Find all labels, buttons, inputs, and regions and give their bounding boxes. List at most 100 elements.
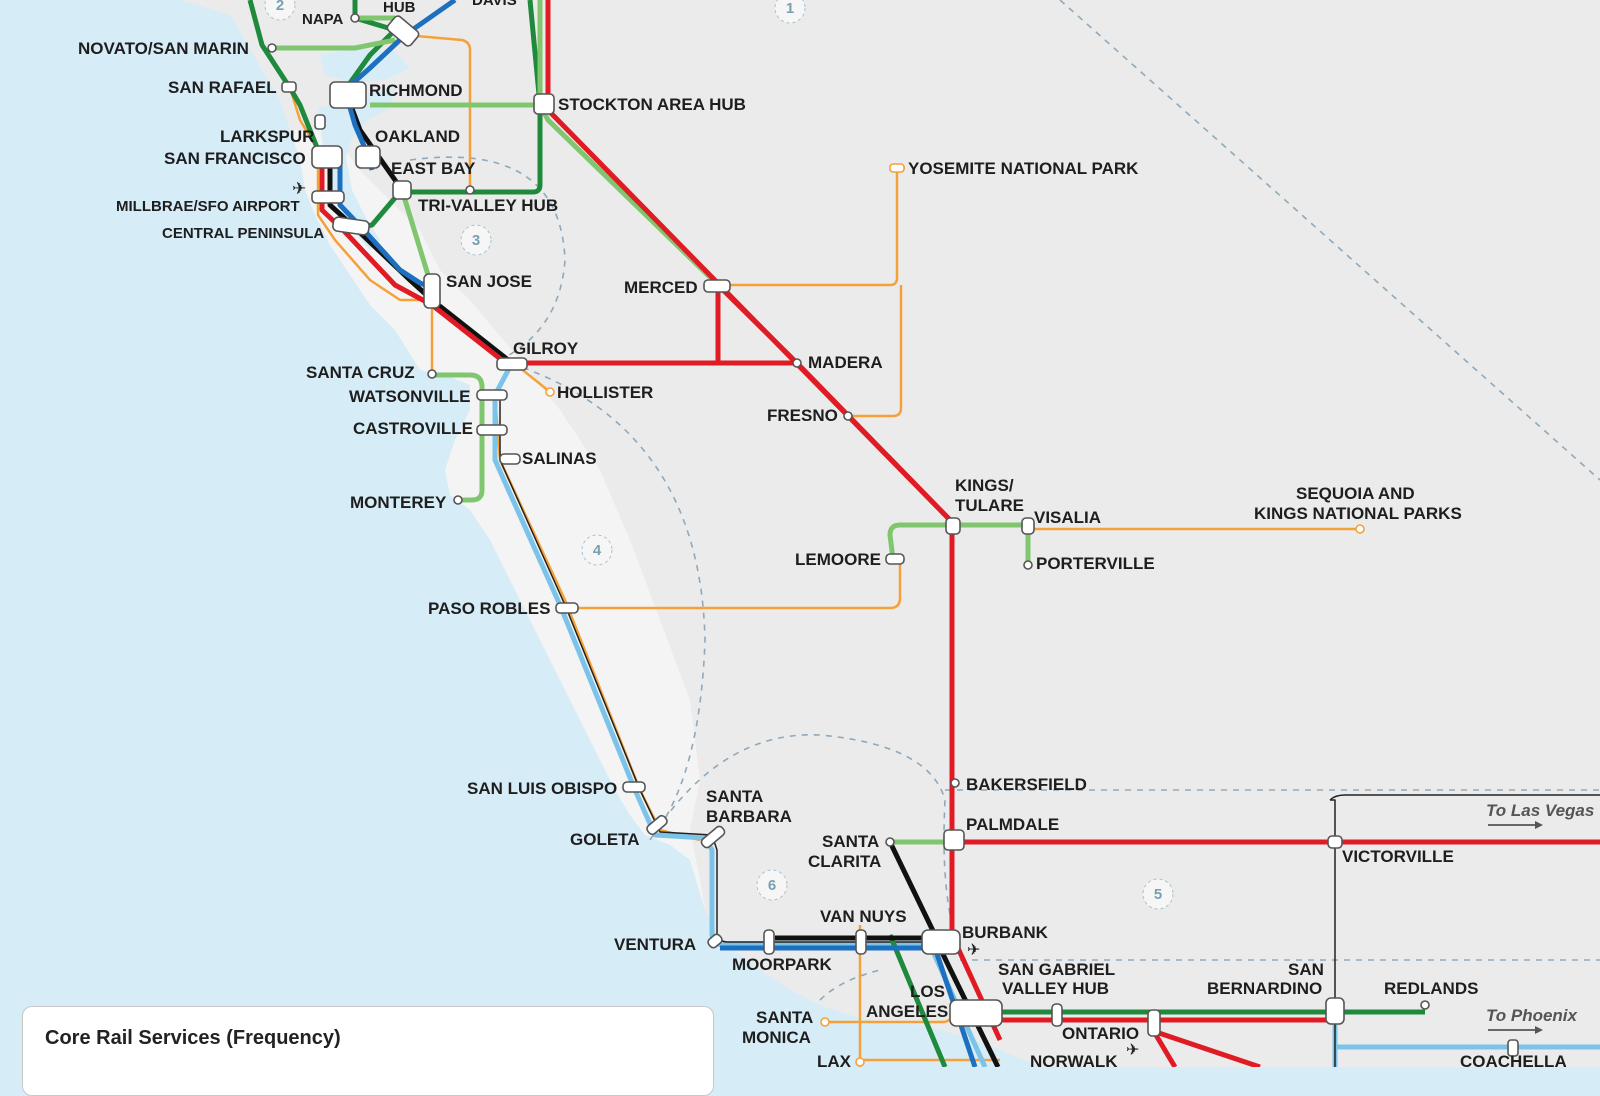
label-sequoia-1: SEQUOIA AND — [1296, 484, 1415, 503]
station-larkspur — [314, 114, 326, 130]
label-sequoia-2: KINGS NATIONAL PARKS — [1254, 504, 1462, 523]
arrow-right-icon — [1488, 1026, 1543, 1034]
label-lax: LAX — [817, 1052, 852, 1067]
station-redlands — [1420, 1000, 1430, 1010]
svg-text:4: 4 — [593, 542, 602, 559]
station-ontario — [1147, 1009, 1161, 1037]
label-santa-monica-1: SANTA — [756, 1008, 813, 1027]
station-van-nuys — [855, 929, 867, 955]
airplane-icon: ✈ — [292, 179, 306, 199]
label-victorville: VICTORVILLE — [1342, 847, 1454, 866]
label-kings-tulare-2: TULARE — [955, 496, 1024, 515]
label-visalia: VISALIA — [1034, 508, 1101, 527]
label-to-phoenix: To Phoenix — [1486, 1006, 1579, 1025]
label-novato: NOVATO/SAN MARIN — [78, 39, 249, 58]
label-salinas: SALINAS — [522, 449, 597, 468]
station-monterey — [453, 495, 463, 505]
station-richmond — [329, 81, 367, 109]
station-ventura — [707, 933, 723, 949]
region-numbers: 1 2 3 4 5 6 — [264, 0, 1174, 910]
station-lax — [855, 1057, 865, 1067]
station-moorpark — [763, 929, 775, 955]
label-norwalk: NORWALK — [1030, 1052, 1118, 1067]
label-coachella: COACHELLA — [1460, 1052, 1567, 1067]
label-san-bernardino-2: BERNARDINO — [1207, 979, 1322, 998]
station-sequoia — [1355, 524, 1365, 534]
label-los-angeles-2: ANGELES — [866, 1002, 948, 1021]
label-millbrae: MILLBRAE/SFO AIRPORT — [116, 198, 300, 215]
label-santa-clarita-1: SANTA — [822, 832, 879, 851]
arrow-right-icon — [1488, 821, 1543, 829]
label-san-francisco: SAN FRANCISCO — [164, 149, 306, 168]
station-bakersfield — [950, 778, 960, 788]
station-merced — [703, 279, 731, 293]
station-castroville — [476, 424, 508, 436]
station-east-bay — [392, 180, 412, 200]
station-millbrae — [311, 190, 345, 204]
station-los-angeles — [949, 999, 1003, 1027]
label-santa-cruz: SANTA CRUZ — [306, 363, 415, 382]
region-marker-5: 5 — [1142, 878, 1174, 910]
label-monterey: MONTEREY — [350, 493, 447, 512]
station-novato — [267, 43, 277, 53]
label-madera: MADERA — [808, 353, 883, 372]
station-oakland — [355, 145, 381, 169]
station-san-francisco — [311, 145, 343, 169]
station-visalia — [1021, 517, 1035, 535]
station-san-bernardino — [1325, 997, 1345, 1025]
region-marker-2: 2 — [264, 0, 296, 21]
label-castroville: CASTROVILLE — [353, 419, 473, 438]
label-paso-robles: PASO ROBLES — [428, 599, 550, 618]
svg-text:6: 6 — [768, 877, 776, 894]
label-tri-valley: TRI-VALLEY HUB — [418, 196, 558, 215]
station-san-jose — [423, 273, 441, 309]
region-marker-1: 1 — [774, 0, 806, 24]
label-gilroy: GILROY — [513, 339, 579, 358]
station-watsonville — [476, 389, 508, 401]
rail-network-map: 1 2 3 4 5 6 — [78, 0, 1600, 1067]
label-napa: NAPA — [302, 11, 344, 28]
svg-text:✈: ✈ — [292, 179, 306, 199]
station-yosemite — [889, 163, 905, 173]
label-bakersfield: BAKERSFIELD — [966, 775, 1087, 794]
label-goleta: GOLETA — [570, 830, 640, 849]
label-sgv-1: SAN GABRIEL — [998, 960, 1115, 979]
station-santa-clarita — [885, 837, 895, 847]
station-central-peninsula — [332, 216, 370, 236]
coastal-region — [290, 130, 705, 910]
svg-text:✈: ✈ — [1126, 1040, 1139, 1059]
station-paso-robles — [555, 602, 579, 614]
label-san-jose: SAN JOSE — [446, 272, 532, 291]
station-santa-cruz — [427, 369, 437, 379]
station-palmdale — [943, 829, 965, 851]
label-san-bernardino-1: SAN — [1288, 960, 1324, 979]
label-san-rafael: SAN RAFAEL — [168, 78, 277, 97]
station-hollister — [545, 387, 555, 397]
region-marker-6: 6 — [756, 869, 788, 901]
label-hub: HUB — [383, 0, 416, 16]
label-davis: DAVIS — [472, 0, 517, 9]
station-madera — [792, 358, 802, 368]
legend-title: Core Rail Services (Frequency) — [45, 1027, 341, 1049]
label-burbank: BURBANK — [962, 923, 1049, 942]
station-hub — [386, 15, 420, 47]
label-san-luis-obispo: SAN LUIS OBISPO — [467, 779, 617, 798]
station-tri-valley — [465, 185, 475, 195]
station-gilroy — [496, 357, 528, 371]
svg-text:1: 1 — [786, 0, 794, 17]
label-palmdale: PALMDALE — [966, 815, 1059, 834]
station-san-rafael — [281, 81, 297, 93]
svg-text:3: 3 — [472, 232, 480, 249]
label-larkspur: LARKSPUR — [220, 127, 314, 146]
station-porterville — [1023, 560, 1033, 570]
svg-text:✈: ✈ — [967, 940, 980, 959]
label-stockton: STOCKTON AREA HUB — [558, 95, 746, 114]
label-santa-barbara-2: BARBARA — [706, 807, 792, 826]
station-kings-tulare — [945, 517, 961, 535]
label-kings-tulare-1: KINGS/ — [955, 476, 1014, 495]
region-marker-4: 4 — [581, 534, 613, 566]
station-stockton — [533, 93, 555, 115]
label-redlands: REDLANDS — [1384, 979, 1478, 998]
label-oakland: OAKLAND — [375, 127, 460, 146]
label-merced: MERCED — [624, 278, 698, 297]
